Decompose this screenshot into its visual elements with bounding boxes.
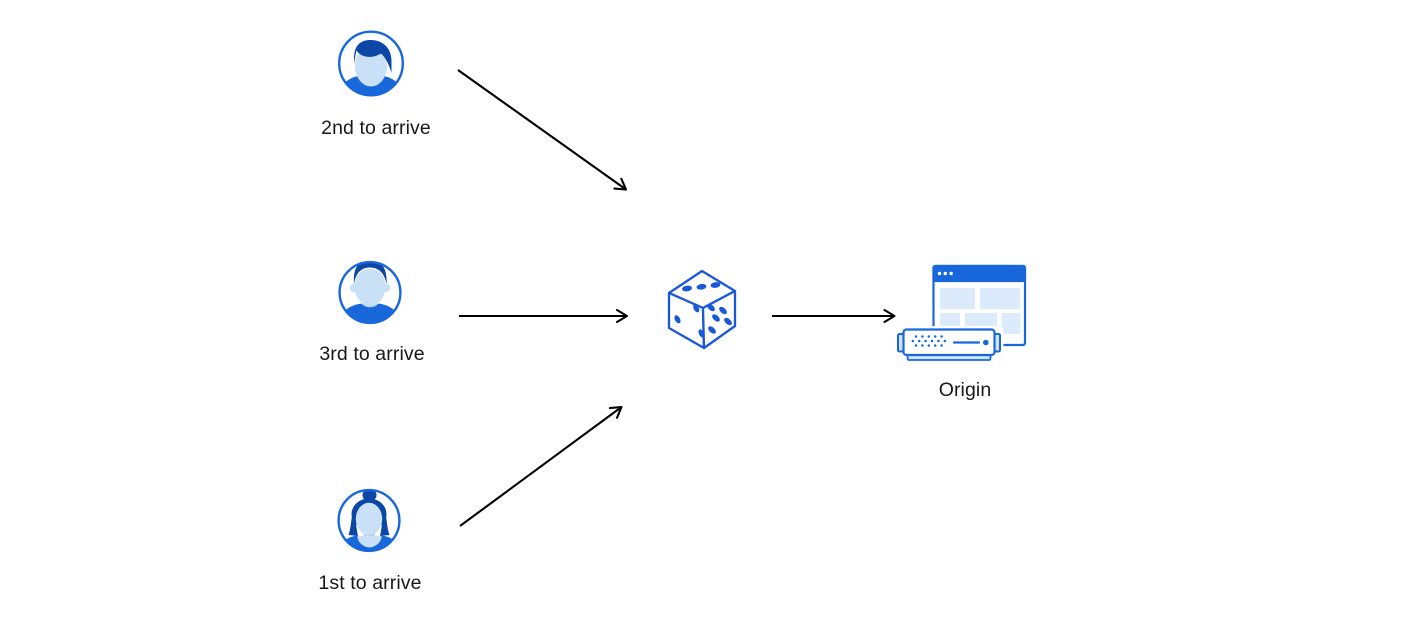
- arrow-second-to-dice: [457, 69, 628, 191]
- server-led-dot: [983, 339, 989, 346]
- label-origin: Origin: [938, 379, 992, 401]
- avatar-male-short-hair-icon: [338, 260, 402, 325]
- label-third-visitor: 3rd to arrive: [319, 343, 425, 365]
- server-vent-dots: [911, 335, 947, 347]
- avatar-female-bun-icon: [337, 488, 401, 553]
- label-second-visitor: 2nd to arrive: [321, 117, 431, 139]
- server-appliance-icon: [894, 326, 1004, 361]
- arrow-first-to-dice: [459, 405, 623, 527]
- label-first-visitor: 1st to arrive: [318, 572, 422, 594]
- browser-window-icon: [932, 264, 1027, 347]
- avatar-male-swoosh-hair-icon: [338, 30, 405, 97]
- origin-server-icon: [894, 264, 1027, 361]
- dice-icon: [667, 269, 737, 350]
